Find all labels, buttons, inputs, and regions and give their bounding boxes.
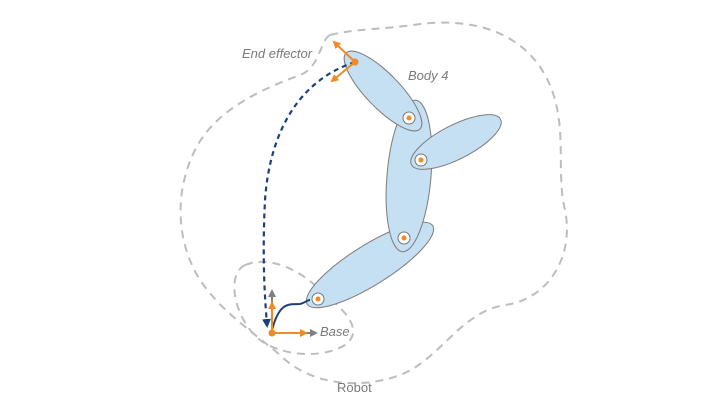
base-to-body-link	[271, 299, 311, 331]
body-2	[385, 99, 433, 253]
base-frame-icon	[268, 289, 318, 337]
body-3	[410, 114, 502, 170]
joint-icon	[402, 111, 416, 125]
base-boundary	[233, 260, 355, 356]
end-effector-frame-icon	[330, 40, 359, 83]
end-effector-label: End effector	[242, 46, 313, 61]
joint-icon	[414, 153, 428, 167]
robot-label: Robot	[337, 380, 372, 395]
joints	[311, 111, 428, 306]
base-label: Base	[320, 324, 350, 339]
joint-icon	[311, 292, 325, 306]
joint-icon	[397, 231, 411, 245]
body-4-label: Body 4	[408, 68, 448, 83]
end-effector-path	[262, 60, 356, 328]
